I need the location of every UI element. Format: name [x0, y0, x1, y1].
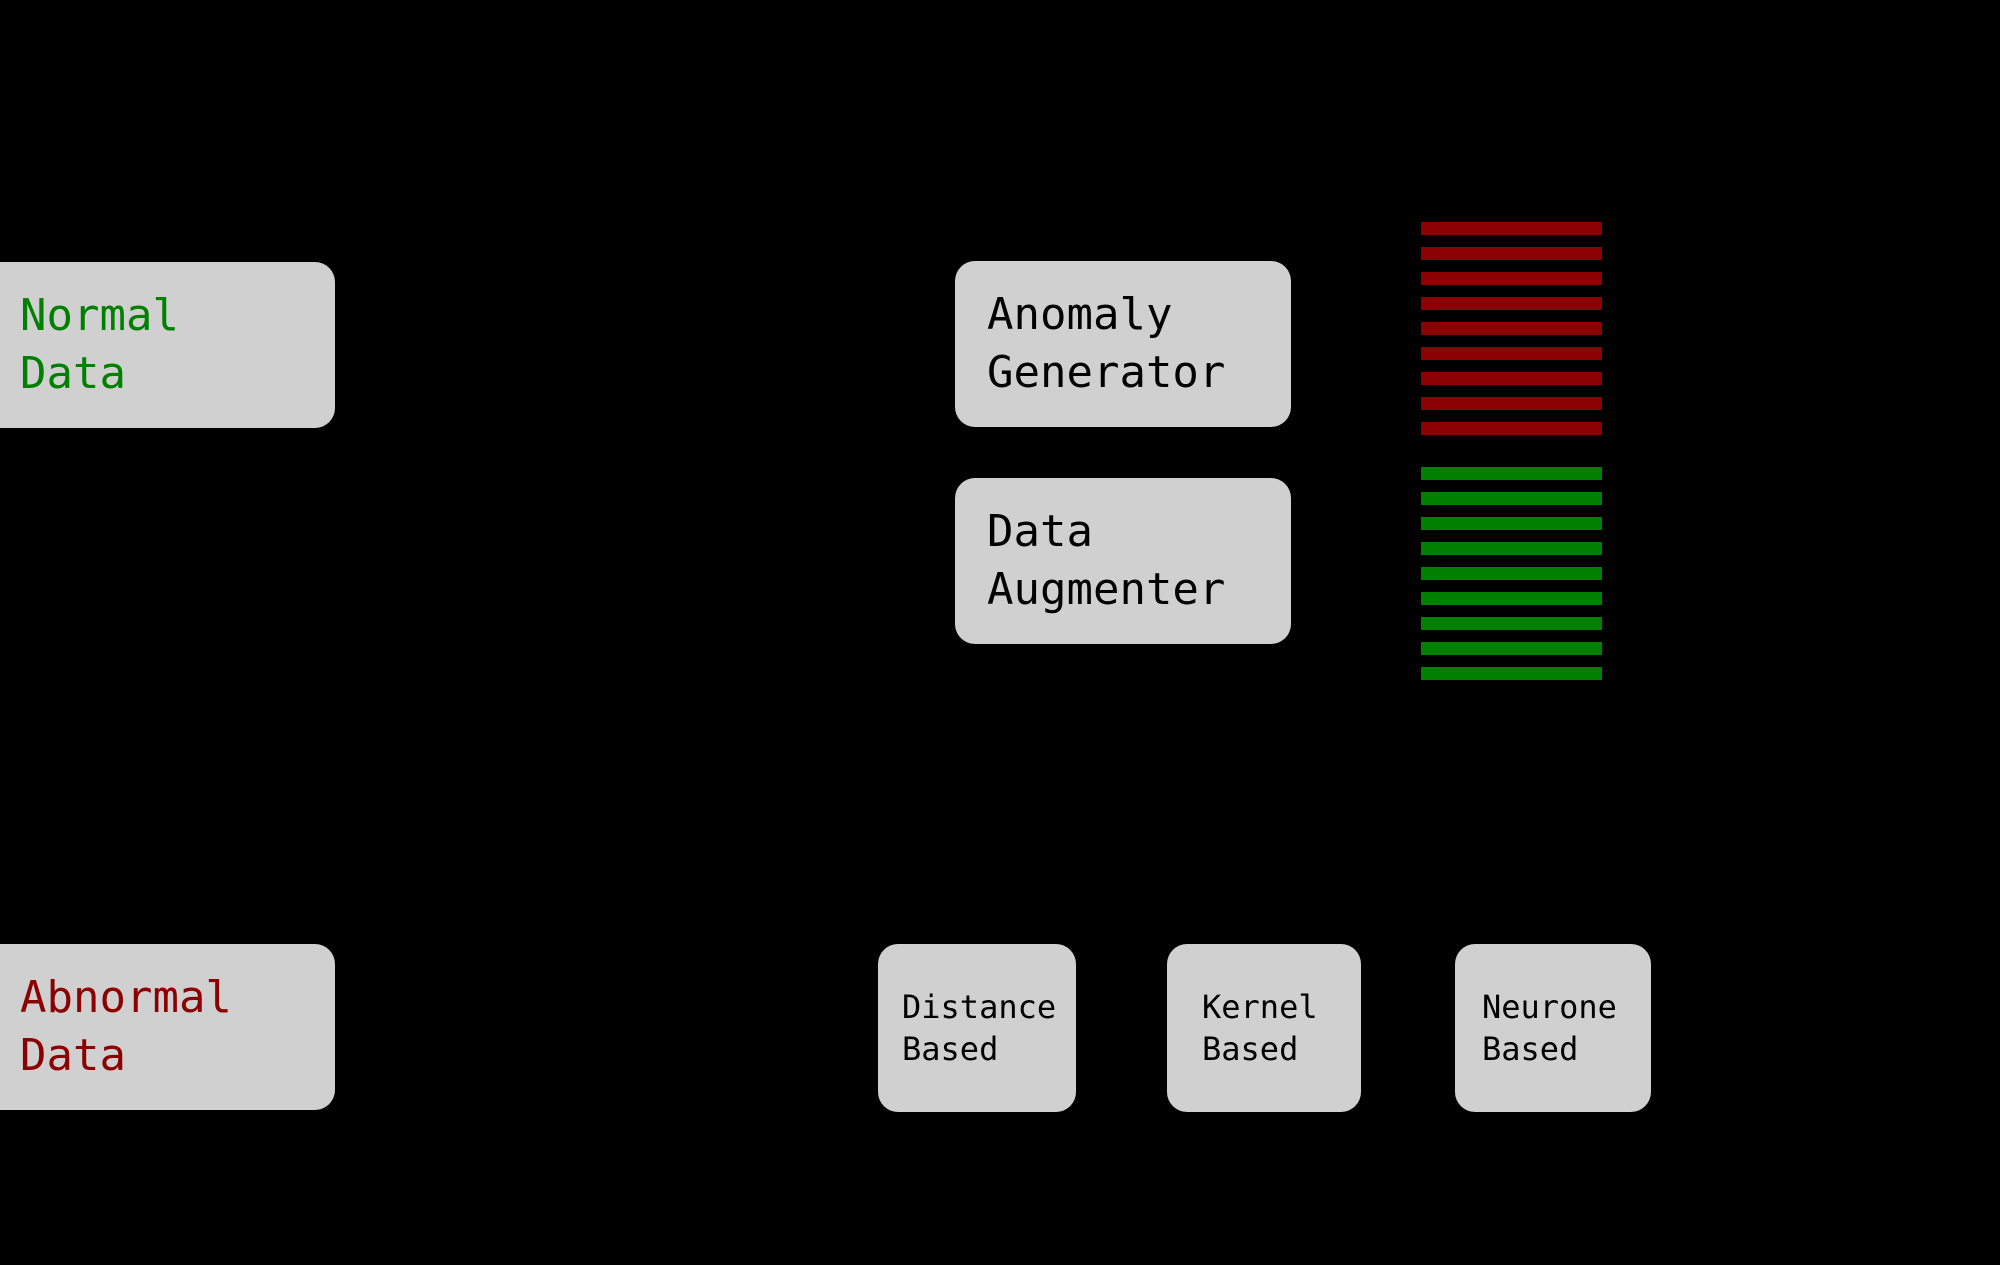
node-distance-based-line2: Based — [902, 1030, 999, 1068]
dataset-stripe-stack — [1421, 222, 1602, 680]
stripe-anomalous — [1421, 372, 1602, 385]
node-anomaly-generator-line2: Generator — [987, 347, 1226, 398]
stripe-normal — [1421, 467, 1602, 480]
node-kernel-based-line2: Based — [1202, 1030, 1299, 1068]
stripe-anomalous — [1421, 322, 1602, 335]
node-normal-data-line1: Normal — [20, 289, 179, 341]
stripe-normal — [1421, 542, 1602, 555]
node-normal-data[interactable]: Normal Data — [0, 262, 335, 428]
node-anomaly-generator[interactable]: Anomaly Generator — [955, 261, 1291, 427]
node-anomaly-generator-line1: Anomaly — [987, 288, 1173, 340]
node-distance-based-line1: Distance — [902, 987, 1057, 1026]
node-kernel-based[interactable]: Kernel Based — [1167, 944, 1361, 1112]
stripe-normal — [1421, 667, 1602, 680]
node-neurone-based-line1: Neurone — [1482, 987, 1617, 1026]
stripe-anomalous — [1421, 347, 1602, 360]
node-data-augmenter[interactable]: Data Augmenter — [955, 478, 1291, 644]
node-abnormal-data-line2: Data — [20, 1030, 126, 1081]
stripe-anomalous — [1421, 222, 1602, 235]
node-normal-data-line2: Data — [20, 348, 126, 399]
stripe-normal — [1421, 492, 1602, 505]
node-neurone-based[interactable]: Neurone Based — [1455, 944, 1651, 1112]
node-neurone-based-line2: Based — [1482, 1030, 1579, 1068]
stripe-normal — [1421, 592, 1602, 605]
node-data-augmenter-line1: Data — [987, 505, 1093, 557]
stripe-anomalous — [1421, 297, 1602, 310]
stripe-anomalous — [1421, 247, 1602, 260]
stripe-normal — [1421, 642, 1602, 655]
stripe-normal — [1421, 567, 1602, 580]
stripe-anomalous — [1421, 397, 1602, 410]
node-kernel-based-line1: Kernel — [1202, 987, 1318, 1026]
node-distance-based[interactable]: Distance Based — [878, 944, 1076, 1112]
stripe-normal — [1421, 617, 1602, 630]
stripe-normal — [1421, 517, 1602, 530]
node-abnormal-data-line1: Abnormal — [20, 971, 232, 1023]
stripe-anomalous — [1421, 272, 1602, 285]
node-data-augmenter-line2: Augmenter — [987, 564, 1226, 615]
node-abnormal-data[interactable]: Abnormal Data — [0, 944, 335, 1110]
stripe-anomalous — [1421, 422, 1602, 435]
